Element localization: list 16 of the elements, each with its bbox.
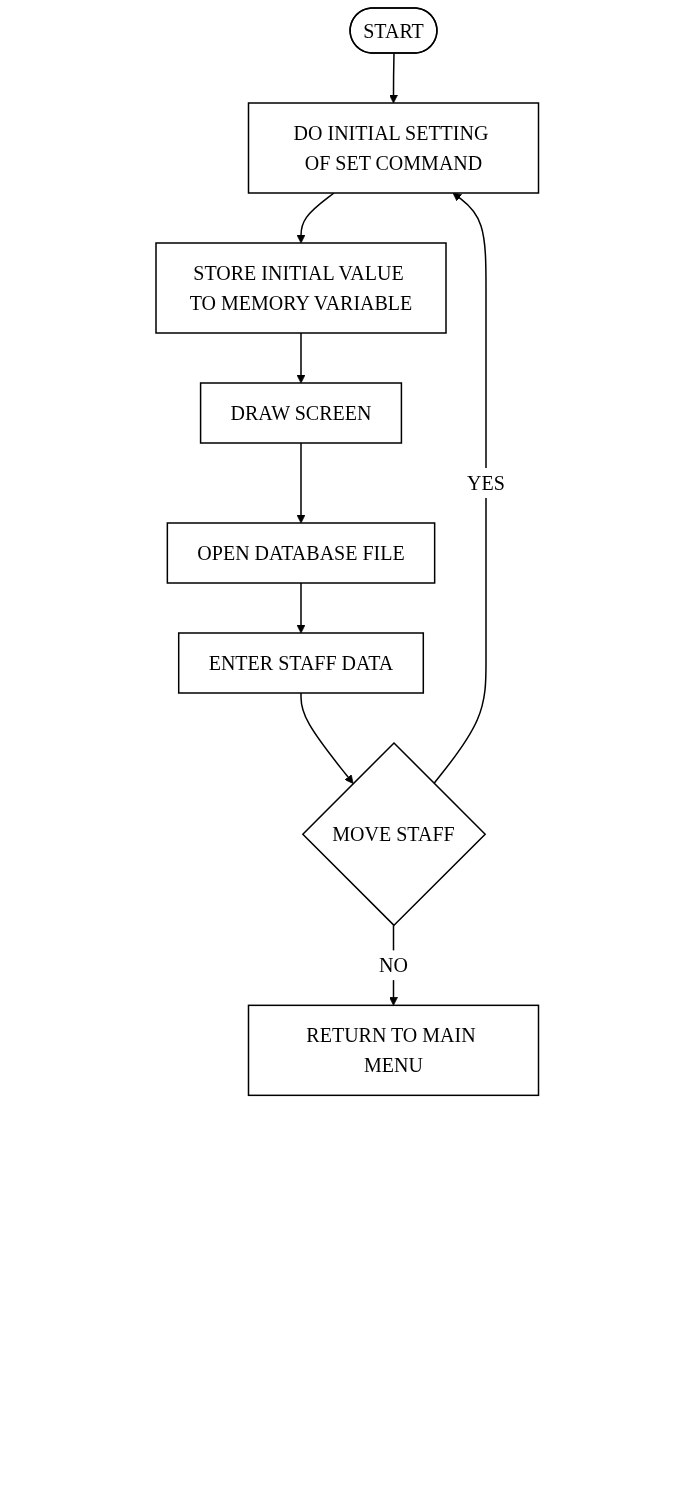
node-box: RETURN TO MAIN MENU xyxy=(247,1004,539,1097)
arrow xyxy=(296,332,306,384)
node-box: STORE INITIAL VALUE TO MEMORY VARIABLE xyxy=(155,242,447,334)
edge-label: NO xyxy=(378,954,408,977)
node-box: DO INITIAL SETTING OF SET COMMAND xyxy=(247,102,539,194)
arrow xyxy=(432,192,487,785)
node-box: ENTER STAFF DATA xyxy=(177,632,424,694)
node-box: OPEN DATABASE FILE xyxy=(166,522,436,584)
arrow xyxy=(296,582,306,634)
arrow xyxy=(296,192,335,244)
arrow xyxy=(388,52,398,104)
arrow xyxy=(300,692,354,784)
edge-label: YES xyxy=(466,472,505,494)
node-diamond: MOVE STAFF xyxy=(301,741,486,927)
arrow xyxy=(296,442,306,524)
node-box: DRAW SCREEN xyxy=(199,382,402,444)
